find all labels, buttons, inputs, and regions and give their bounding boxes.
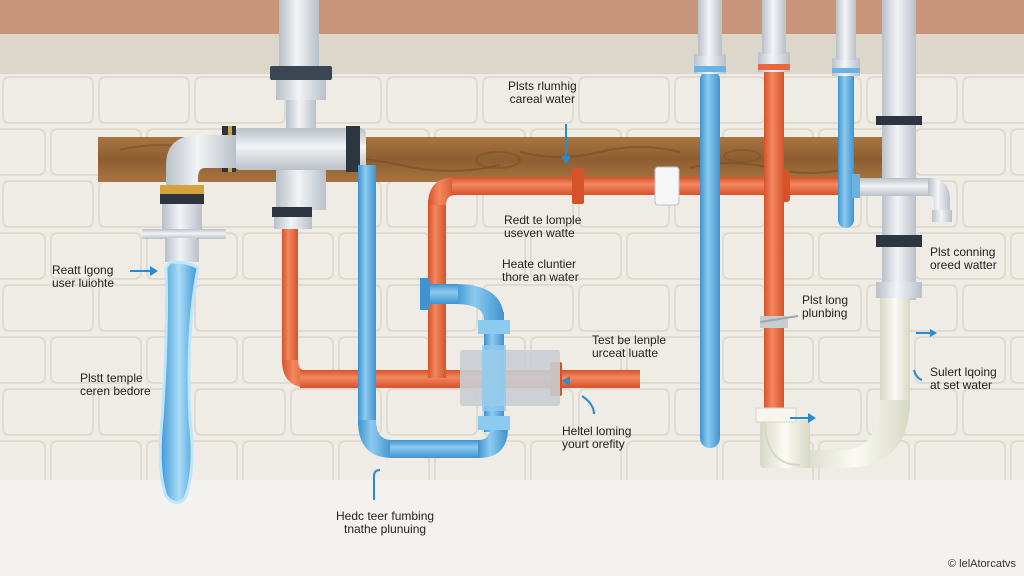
label-line: oreed watter [930,258,997,272]
label-line: careal water [509,92,576,106]
brick [482,76,574,124]
brick [578,388,670,436]
brick [2,76,94,124]
brick [866,388,958,436]
brick [0,336,46,384]
brick [50,232,142,280]
label-center-upper: Redt te lomple useven watte [504,214,581,240]
brick [530,232,622,280]
label-right-lower: Sulert lqoing at set water [930,366,997,392]
brick [386,388,478,436]
brick [962,76,1024,124]
label-line: Plsts rlumhig [508,79,577,93]
label-line: thore an water [502,270,579,284]
label-line: Plst conning [930,245,996,259]
label-line: Hedc teer fumbing [336,509,435,523]
label-line: urceat luatte [592,346,659,360]
label-line: Test be lenple [592,333,667,347]
label-line: at set water [930,378,993,392]
brick [194,388,286,436]
copyright-text: © lelAtorcatvs [947,558,1016,570]
label-line: tnathe plunuing [343,522,427,536]
label-line: Plstt temple [80,371,143,385]
brick [290,388,382,436]
label-right-upper: Plst conning oreed watter [930,246,997,272]
brick [1010,336,1024,384]
flow-arrows [130,124,937,500]
brick [962,388,1024,436]
label-line: Heltel loming [562,424,632,438]
brick [50,336,142,384]
label-right-mid: Plst long plunbing [802,294,848,320]
mixing-valve-housing [460,350,560,406]
drain-stack [755,0,952,468]
brick [0,128,46,176]
brick [2,284,94,332]
label-bottom: Hedc teer fumbing tnathe plunuing [336,510,434,536]
label-line: Redt te lomple [504,213,582,227]
label-top: Plsts rlumhig careal water [508,80,577,106]
label-left-upper: Reatt lgong user luiohte [52,264,114,290]
floor [0,480,1024,576]
ceiling [0,0,1024,34]
brick [98,76,190,124]
brick [2,180,94,228]
brick [578,284,670,332]
brick [1010,128,1024,176]
pipe-coupling [654,166,680,206]
brick [146,336,238,384]
brick [578,76,670,124]
brick [962,284,1024,332]
label-line: plunbing [802,306,848,320]
label-center-mid: Heate cluntier thore an water [502,258,579,284]
brick [962,180,1024,228]
brick [386,76,478,124]
brick [1010,440,1024,488]
label-line: yourt orefity [562,437,625,451]
label-center-right: Test be lenple urceat luatte [592,334,666,360]
brick [914,336,1006,384]
label-center-lower: Heltel loming yourt orefity [562,425,631,451]
faucet-elbow [142,135,236,262]
brick [2,388,94,436]
label-line: user luiohte [52,276,115,290]
brick [0,232,46,280]
brick [1010,232,1024,280]
label-line: Plst long [802,293,849,307]
label-line: Reatt lgong [52,263,114,277]
label-line: useven watte [504,226,575,240]
label-line: Heate cluntier [502,257,577,271]
label-line: Sulert lqoing [930,365,997,379]
brick [0,440,46,488]
label-line: ceren bedore [80,384,151,398]
water-stream [158,260,200,504]
label-left-lower: Plstt temple ceren bedore [80,372,151,398]
